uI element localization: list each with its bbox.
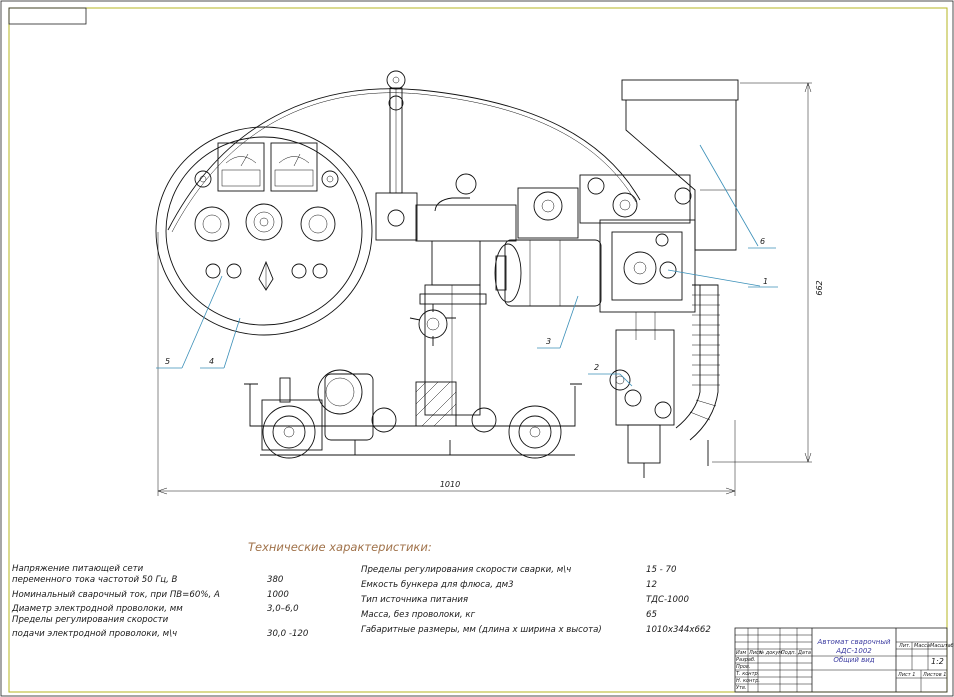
tb-sign-label: Утв. [736, 685, 747, 691]
spec-right-label: Тип источника питания [361, 595, 468, 605]
dimension-height: 662 [712, 82, 824, 463]
tb-row-label: Изм [736, 650, 746, 656]
leader-4: 4 [200, 317, 241, 369]
feed-mechanism [579, 174, 696, 478]
svg-text:5: 5 [165, 357, 170, 366]
mast [375, 70, 418, 241]
tb-title-line1: Автомат сварочный [817, 638, 891, 646]
spec-left-value: 380 [267, 575, 284, 585]
tb-sign-label: Т. контр. [736, 671, 759, 677]
tb-sign-label: Пров. [736, 664, 751, 670]
tb-col-header: Масштаб [930, 643, 954, 649]
tb-sign-label: Разраб. [736, 657, 756, 663]
motor [494, 239, 602, 307]
svg-text:1: 1 [763, 277, 768, 286]
carriage [244, 369, 582, 459]
spec-right-value: ТДС-1000 [646, 595, 689, 605]
specifications: Технические характеристики: Напряжение п… [11, 540, 711, 639]
spec-left-label: Номинальный сварочный ток, при ПВ=60%, А [12, 590, 220, 600]
tb-title-line3: Общий вид [833, 656, 874, 664]
spec-left-label: Напряжение питающей сети [12, 564, 144, 574]
dim-height-text: 662 [815, 280, 824, 295]
tb-sheets: Листов 1 [922, 672, 946, 678]
corner-stamp-box [8, 7, 87, 25]
spec-right-label: Габаритные размеры, мм (длина х ширина х… [361, 625, 602, 635]
spec-left-label: Пределы регулирования скорости [12, 615, 169, 625]
tb-col-header: Лит. [898, 643, 911, 649]
flux-hose [675, 284, 720, 466]
control-panel [155, 126, 373, 336]
spec-right-value: 65 [646, 610, 657, 620]
leader-2: 2 [588, 363, 633, 387]
spec-left-label: переменного тока частотой 50 Гц, В [12, 575, 178, 585]
spec-right-label: Масса, без проволоки, кг [361, 610, 476, 620]
tb-row-label: Лист [748, 650, 763, 656]
central-column [409, 173, 579, 427]
spec-right-label: Пределы регулирования скорости сварки, м… [361, 565, 571, 575]
welding-machine-drawing: 662 1010 1 2 3 4 [155, 70, 824, 496]
tb-row-label: Дата [797, 650, 811, 656]
tb-title-line2: АДС-1002 [835, 647, 872, 655]
spec-left-value: 30,0 -120 [267, 629, 309, 639]
spec-right-value: 15 - 70 [646, 565, 677, 575]
tb-row-label: № докум. [758, 650, 784, 656]
leader-1: 1 [667, 269, 778, 288]
svg-text:3: 3 [546, 337, 551, 346]
tb-scale: 1:2 [931, 657, 944, 666]
spec-left-label: Диаметр электродной проволоки, мм [11, 604, 183, 614]
dim-width-text: 1010 [440, 480, 460, 489]
specs-heading: Технические характеристики: [248, 540, 432, 554]
spec-left-value: 1000 [267, 590, 289, 600]
svg-text:4: 4 [209, 357, 214, 366]
cable-arc [167, 88, 641, 231]
spec-left-value: 3,0–6,0 [267, 604, 299, 614]
svg-text:6: 6 [760, 237, 765, 246]
spec-right-value: 1010х344х662 [646, 625, 711, 635]
leader-6: 6 [699, 144, 776, 249]
spec-right-label: Емкость бункера для флюса, дм3 [361, 580, 514, 590]
spec-right-value: 12 [646, 580, 657, 590]
flux-hopper [621, 79, 739, 251]
spec-left-label: подачи электродной проволоки, м\ч [12, 629, 177, 639]
svg-text:2: 2 [594, 363, 599, 372]
drawing-frame [8, 7, 948, 693]
tb-col-header: Масса [914, 643, 930, 649]
tb-sheet: Лист 1 [897, 672, 915, 678]
leader-5: 5 [156, 275, 223, 369]
tb-row-label: Подп. [781, 650, 796, 656]
title-block: Автомат сварочный АДС-1002 Общий вид Лит… [734, 627, 954, 693]
tb-sign-label: Н. контр. [736, 678, 760, 684]
dimension-width: 1010 [157, 232, 736, 496]
leader-3: 3 [537, 295, 579, 349]
